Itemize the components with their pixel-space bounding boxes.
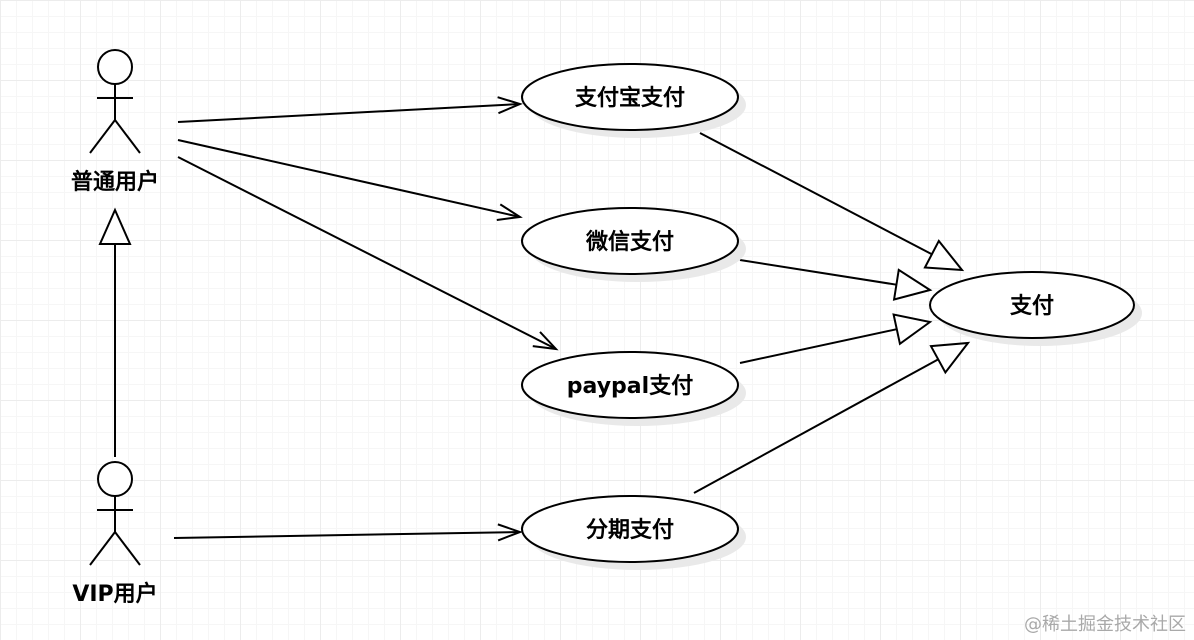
use-case-alipay: 支付宝支付 — [521, 63, 746, 138]
generalization-line-installment-pay — [693, 358, 939, 494]
association-arrowhead-vip-installment — [497, 523, 523, 542]
use-case-ellipse-paypal — [521, 351, 739, 419]
association-line-normal-alipay — [177, 103, 521, 123]
association-arrowhead-normal-wechat — [496, 203, 523, 221]
use-case-ellipse-wechat — [521, 207, 739, 275]
actor-head-vip — [97, 461, 133, 497]
use-case-pay: 支付 — [929, 271, 1142, 346]
use-case-ellipse-pay — [929, 271, 1135, 339]
watermark-text: @稀土掘金技术社区 — [1024, 614, 1186, 635]
generalization-triangle-wechat-pay — [892, 268, 933, 301]
generalization-triangle-paypal-pay — [892, 313, 933, 346]
generalization-line-wechat-pay — [739, 259, 897, 286]
association-arrowhead-normal-paypal — [532, 331, 559, 351]
actor-right-leg-normal — [114, 119, 141, 154]
generalization-line-alipay-pay — [699, 132, 933, 256]
use-case-ellipse-installment — [521, 495, 739, 563]
actor-left-leg-normal — [89, 119, 116, 154]
generalization-line-paypal-pay — [739, 328, 897, 364]
generalization-triangle-alipay-pay — [923, 239, 965, 272]
generalization-triangle-installment-pay — [929, 341, 971, 375]
use-case-label-alipay: 支付宝支付 — [575, 85, 685, 111]
use-case-label-pay: 支付 — [1010, 294, 1054, 319]
use-case-paypal: paypal支付 — [521, 351, 746, 426]
use-case-label-wechat: 微信支付 — [585, 229, 674, 255]
actor-right-leg-vip — [114, 531, 141, 566]
actor-left-leg-vip — [89, 531, 116, 566]
actor-label-normal: 普通用户 — [71, 169, 159, 195]
generalization-triangle-vip-normal — [98, 207, 132, 245]
edges-layer — [98, 96, 971, 542]
actor-label-vip: VIP用户 — [72, 581, 157, 607]
use-case-installment: 分期支付 — [521, 495, 746, 570]
use-case-label-installment: 分期支付 — [586, 518, 674, 543]
actor-vip: VIP用户 — [72, 461, 158, 607]
use-case-label-paypal: paypal支付 — [567, 374, 693, 399]
actor-head-normal — [97, 49, 133, 85]
actor-normal: 普通用户 — [71, 49, 159, 195]
actors-layer: 普通用户 VIP用户 — [71, 49, 159, 607]
use-case-ellipse-alipay — [521, 63, 739, 131]
association-line-normal-paypal — [177, 156, 557, 350]
association-line-normal-wechat — [177, 139, 521, 218]
use-case-wechat: 微信支付 — [521, 207, 746, 282]
association-line-vip-installment — [173, 531, 521, 539]
association-arrowhead-normal-alipay — [497, 96, 523, 115]
